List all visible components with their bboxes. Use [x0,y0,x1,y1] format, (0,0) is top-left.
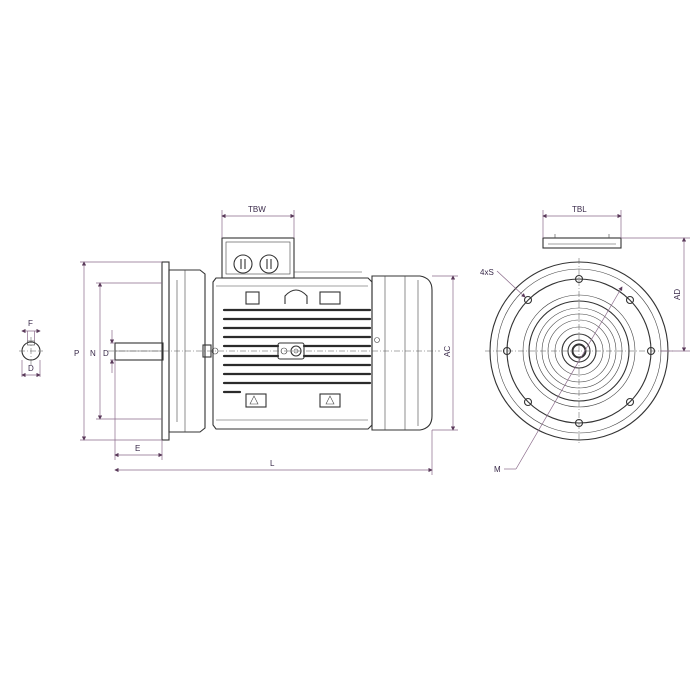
e-label: E [135,444,140,453]
shaft-key-section: F D [19,319,43,378]
front-view-dimensions: TBL AD 4xS M [480,205,690,474]
p-label: P [74,349,79,358]
d-shaft-label: D [28,364,34,373]
m-label: M [494,465,501,474]
cooling-fins [222,308,372,394]
ad-label: AD [673,289,682,300]
holes-label: 4xS [480,268,494,277]
d-side-label: D [103,349,109,358]
side-view-dimensions: TBW P N D E L AC [74,205,458,475]
n-label: N [90,349,96,358]
l-label: L [270,459,275,468]
motor-side-view [108,237,440,441]
motor-front-view [485,234,673,445]
fan-cover [371,275,433,431]
terminal-box [221,237,295,279]
bolt-holes [502,274,656,428]
tbw-label: TBW [248,205,266,214]
tbl-label: TBL [572,205,587,214]
f-label: F [28,319,33,328]
ac-label: AC [443,346,452,357]
